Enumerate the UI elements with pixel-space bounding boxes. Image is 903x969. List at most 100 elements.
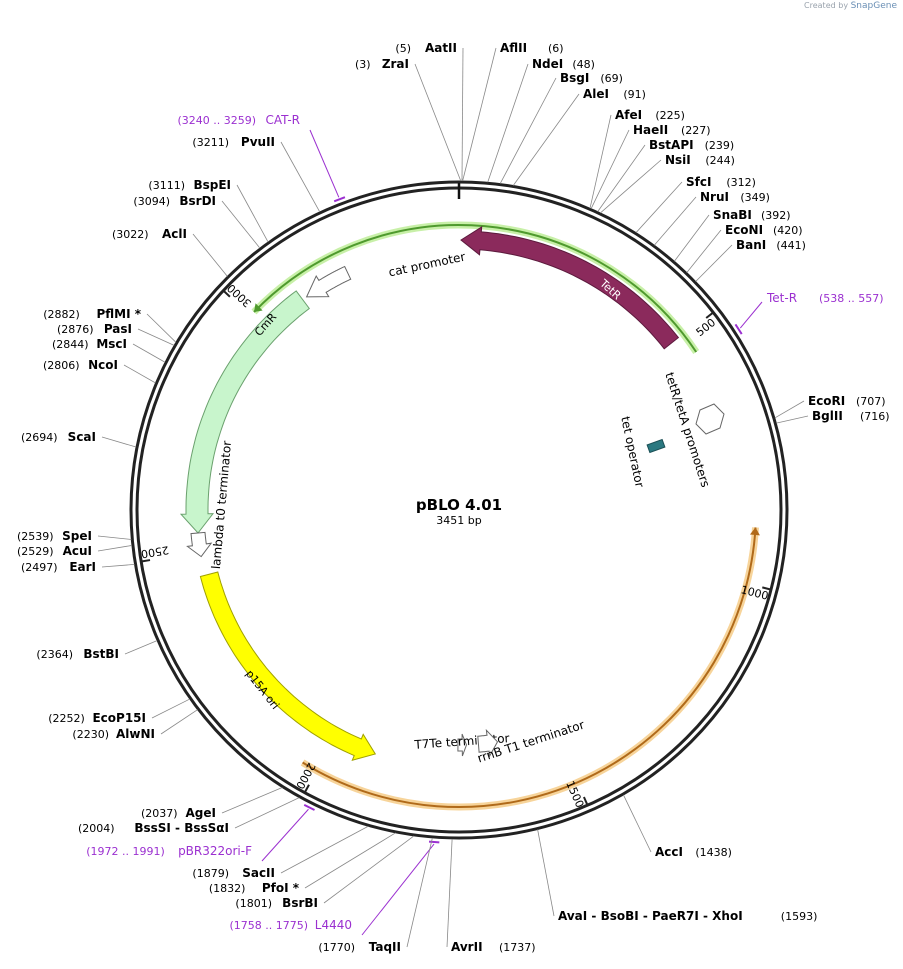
primer-name-tet-r: Tet-R [766, 291, 797, 305]
snapgene-credit: Created by SnapGene [804, 1, 897, 11]
primer-leader [739, 301, 763, 329]
site-leader [635, 181, 683, 233]
primer-position: (1972 .. 1991) [86, 845, 165, 858]
site-position: (2364) [36, 648, 73, 661]
primer-name-pbr322ori-f: pBR322ori-F [178, 844, 252, 858]
site-leader [589, 114, 612, 209]
feature-lambda-t0-terminator [186, 531, 213, 558]
site-name-econi: EcoNI [725, 223, 763, 237]
site-leader [236, 184, 269, 243]
site-leader [512, 93, 580, 186]
site-position: (441) [776, 239, 806, 252]
site-position: (2694) [21, 431, 58, 444]
restriction-sites: AatII(5)ZraI(3)AflII(6)NdeI(48)BsgI(69)A… [17, 41, 890, 954]
site-leader [280, 141, 321, 213]
site-name-acci: AccI [655, 845, 683, 859]
site-leader [623, 794, 652, 853]
site-position: (2844) [52, 338, 89, 351]
site-name-pasi: PasI [104, 322, 132, 336]
site-name-afei: AfeI [615, 108, 642, 122]
site-leader [97, 545, 132, 552]
site-position: (5) [395, 42, 411, 55]
tick-mark [223, 290, 231, 298]
site-name-zrai: ZraI [382, 57, 409, 71]
site-position: (3) [355, 58, 371, 71]
site-leader [461, 47, 464, 182]
site-name-ncoi: NcoI [88, 358, 118, 372]
site-position: (3111) [148, 179, 185, 192]
primer-mark-l4440 [428, 840, 440, 844]
site-position: (1801) [235, 897, 272, 910]
site-name-sfci: SfcI [686, 175, 711, 189]
primer-name-l4440: L4440 [315, 918, 352, 932]
site-name-spei: SpeI [62, 529, 92, 543]
site-leader [132, 343, 166, 363]
site-leader [146, 313, 177, 343]
site-name-pfoi: PfoI * [262, 881, 300, 895]
tick-label: 2500 [140, 543, 170, 560]
site-position: (2539) [17, 530, 54, 543]
site-position: (420) [773, 224, 803, 237]
highlight-tracks [251, 221, 760, 811]
site-position: (239) [705, 139, 735, 152]
site-position: (392) [761, 209, 791, 222]
site-position: (225) [655, 109, 685, 122]
site-leader [221, 787, 283, 814]
site-leader [124, 640, 158, 655]
feature-label-tet-operator: tet operator [618, 415, 647, 489]
tick-mark [304, 784, 310, 793]
orange-track-glow [300, 527, 759, 811]
tick-mark [762, 586, 771, 591]
primer-position: (1758 .. 1775) [229, 919, 308, 932]
site-name-nsii: NsiI [665, 153, 691, 167]
primer-mark-cat-r [333, 196, 346, 203]
site-leader [499, 77, 557, 184]
site-leader [446, 838, 453, 948]
site-name-acui: AcuI [63, 544, 92, 558]
site-leader [101, 436, 137, 448]
site-position: (2037) [141, 807, 178, 820]
site-name-aatii: AatII [425, 41, 457, 55]
site-leader [323, 835, 415, 904]
tick-label: 2000 [293, 760, 318, 791]
site-position: (1737) [499, 941, 536, 954]
site-leader [101, 564, 135, 568]
site-name-agei: AgeI [186, 806, 216, 820]
site-position: (227) [681, 124, 711, 137]
site-name-bani: BanI [736, 238, 766, 252]
credit-created-by: Created by [804, 1, 849, 10]
site-name-bstbi: BstBI [83, 647, 119, 661]
site-name-alei: AleI [583, 87, 609, 101]
feature-t7te-terminator [457, 733, 468, 757]
site-position: (312) [726, 176, 756, 189]
site-position: (2529) [17, 545, 54, 558]
primer-leader [261, 808, 309, 862]
site-name-bsrdi: BsrDI [179, 194, 216, 208]
site-name-scai: ScaI [68, 430, 96, 444]
primer-position: (3240 .. 3259) [177, 114, 256, 127]
site-leader [123, 364, 156, 384]
tick-mark [583, 796, 589, 805]
site-position: (1593) [781, 910, 818, 923]
feature-label-cat-promoter: cat promoter [387, 250, 466, 280]
feature-tetr-teta-promoters [695, 403, 725, 435]
feature-cmr [179, 290, 310, 534]
site-leader [774, 400, 805, 419]
site-name-haeii: HaeII [633, 123, 668, 137]
site-leader [221, 200, 261, 249]
site-name-acli: AclI [162, 227, 187, 241]
site-leader [600, 159, 662, 214]
site-leader [462, 47, 497, 182]
site-name-taqii: TaqII [369, 940, 401, 954]
site-position: (91) [623, 88, 646, 101]
site-name-bsssi-bsss-i: BssSI - BssSαI [134, 821, 229, 835]
site-leader [280, 825, 369, 874]
primer-name-cat-r: CAT-R [265, 113, 300, 127]
feature-tetr [460, 225, 680, 350]
site-name-ecop15i: EcoP15I [92, 711, 146, 725]
site-position: (2882) [43, 308, 80, 321]
primer-mark-pbr322ori-f [303, 803, 315, 811]
site-name-aflii: AflII [500, 41, 527, 55]
site-leader [537, 829, 555, 917]
tick-mark [141, 559, 151, 563]
